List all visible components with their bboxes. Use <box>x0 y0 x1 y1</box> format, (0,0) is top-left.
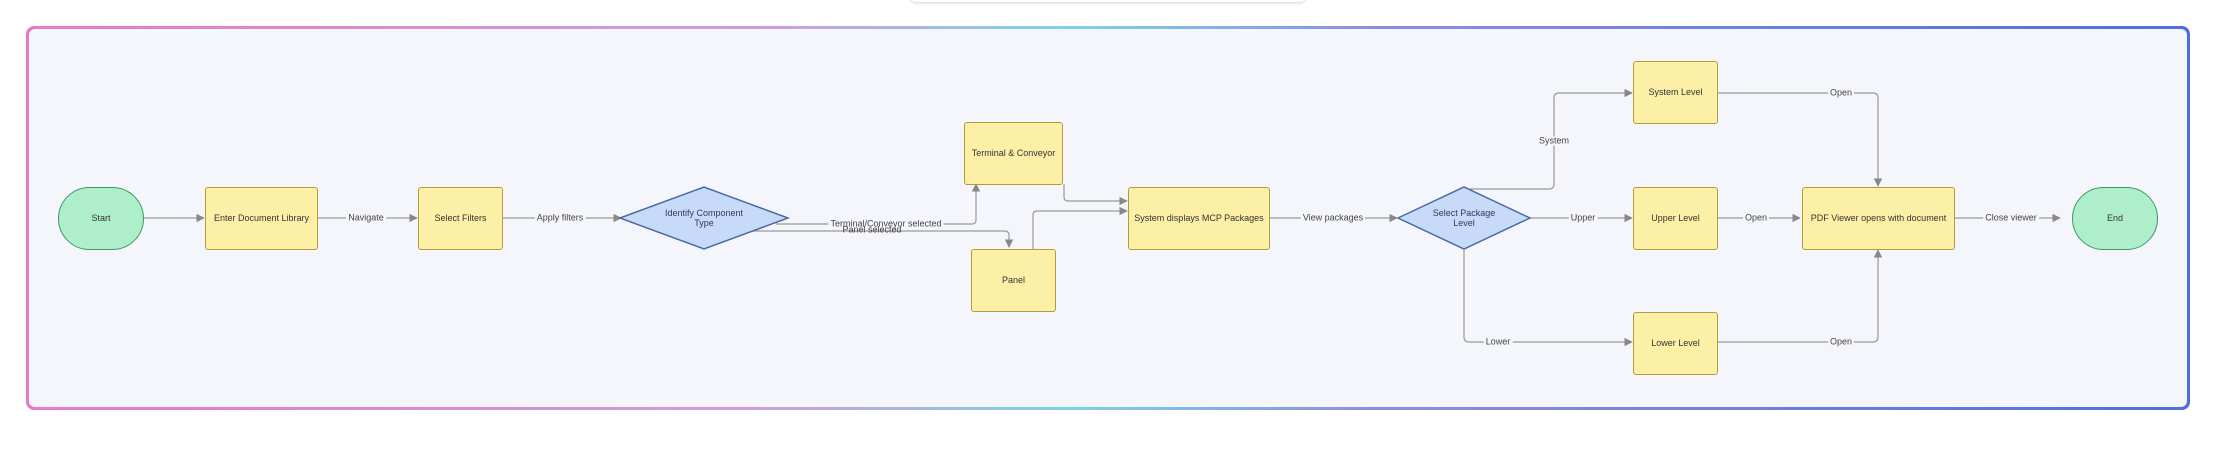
edge-label-close-viewer: Close viewer <box>1983 212 2039 223</box>
diagram-canvas: Start Enter Document Library Select Filt… <box>29 29 2187 407</box>
top-tab-notch <box>910 0 1306 2</box>
node-lower-level[interactable]: Lower Level <box>1633 312 1718 375</box>
edge-identify-to-panel <box>729 230 1014 248</box>
edge-label-open-system: Open <box>1827 87 1855 98</box>
edge-identify-to-terminal <box>776 183 981 225</box>
edge-level-to-lower <box>1463 248 1633 347</box>
label-select-level: Select Package Level <box>1432 207 1496 228</box>
edge-system-level-to-pdf <box>1717 92 1883 187</box>
edge-label-system: System <box>1536 135 1572 146</box>
edge-label-open-upper: Open <box>1742 212 1770 223</box>
decision-identify-type <box>617 186 791 250</box>
node-upper-level[interactable]: Upper Level <box>1633 187 1718 250</box>
diagram-frame: Start Enter Document Library Select Filt… <box>26 26 2190 410</box>
edge-label-view-packages: View packages <box>1300 212 1366 223</box>
edge-terminal-to-system <box>1063 184 1128 206</box>
node-start[interactable]: Start <box>58 187 144 250</box>
edge-label-open-lower: Open <box>1827 336 1855 347</box>
node-enter-library[interactable]: Enter Document Library <box>205 187 318 250</box>
edge-panel-to-system <box>1032 206 1128 249</box>
edge-label-navigate: Navigate <box>346 212 386 223</box>
decision-select-level <box>1396 186 1532 250</box>
edge-label-panel-selected: Panel selected <box>842 224 902 235</box>
edge-lower-to-pdf <box>1717 249 1883 343</box>
node-select-filters[interactable]: Select Filters <box>418 187 503 250</box>
node-panel[interactable]: Panel <box>971 249 1056 312</box>
node-system-level[interactable]: System Level <box>1633 61 1718 124</box>
node-pdf-viewer[interactable]: PDF Viewer opens with document <box>1802 187 1955 250</box>
edge-label-upper: Upper <box>1568 212 1598 223</box>
edge-label-apply-filters: Apply filters <box>534 212 586 223</box>
edge-label-lower: Lower <box>1483 336 1513 347</box>
node-system-displays[interactable]: System displays MCP Packages <box>1128 187 1270 250</box>
edge-label-terminal-selected: Terminal/Conveyor selected <box>828 218 944 229</box>
node-terminal-conveyor[interactable]: Terminal & Conveyor <box>964 122 1063 185</box>
node-end[interactable]: End <box>2072 187 2158 250</box>
label-identify-type: Identify Component Type <box>664 207 744 228</box>
